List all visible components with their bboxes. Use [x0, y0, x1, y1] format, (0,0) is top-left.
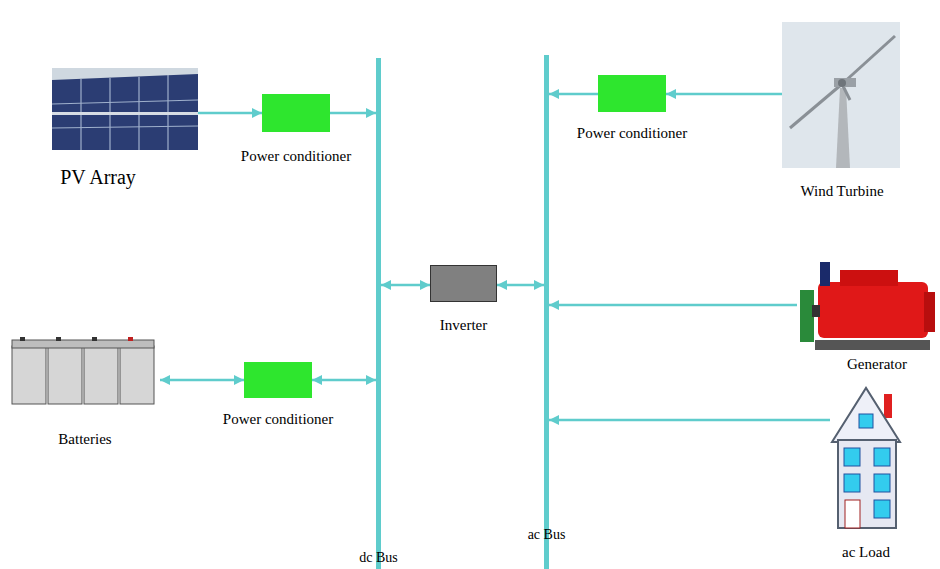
connector-arrow [198, 112, 262, 115]
connector-arrow [549, 93, 598, 96]
power-conditioner: Power conditioner [262, 94, 330, 132]
window [874, 448, 890, 466]
grid-line [52, 100, 198, 104]
battery-terminal [56, 337, 61, 341]
battery-cell [84, 346, 118, 404]
generator-illustration [800, 262, 935, 350]
connector-arrow [497, 284, 544, 287]
power-conditioner: Power conditioner [598, 75, 666, 112]
turbine-tower [836, 88, 850, 168]
window [844, 474, 860, 492]
ac-load: ac Load [830, 385, 902, 530]
engine-block [840, 270, 898, 286]
grid-line [52, 126, 198, 128]
node-label: Power conditioner [223, 411, 333, 428]
node-label: Power conditioner [577, 125, 687, 142]
generator-end [924, 292, 935, 332]
turbine-nacelle [834, 78, 856, 87]
pv-array-illustration [52, 68, 198, 150]
flywheel [800, 290, 814, 342]
node-label: Power conditioner [241, 148, 351, 165]
batteries-illustration [12, 337, 154, 404]
connector-arrow [549, 419, 830, 422]
node-label: PV Array [60, 166, 136, 189]
connector-arrow [330, 112, 376, 115]
node-label: Batteries [58, 431, 111, 448]
node-label: ac Load [842, 544, 890, 561]
turbine-hub [838, 79, 846, 87]
generator-base [815, 340, 930, 350]
turbine-blade [790, 84, 842, 128]
dc-bus: dc Bus [376, 58, 381, 569]
turbine-blade [842, 36, 895, 84]
roof [832, 388, 900, 442]
shaft [812, 305, 820, 317]
house-wall [838, 440, 896, 528]
ac-bus: ac Bus [544, 55, 549, 569]
solar-panel [52, 74, 198, 150]
node-label: Wind Turbine [800, 183, 883, 200]
door [845, 500, 860, 528]
panel-grid [52, 75, 198, 150]
batteries: Batteries [10, 336, 160, 406]
battery-cell [120, 346, 154, 404]
window [859, 414, 873, 428]
window [874, 474, 890, 492]
generator: Generator [797, 266, 937, 352]
battery-cell [48, 346, 82, 404]
generator-body [818, 282, 928, 338]
window [844, 448, 860, 466]
wind-turbine: Wind Turbine [782, 22, 900, 168]
battery-lid [12, 340, 154, 348]
battery-cell [12, 346, 46, 404]
node-label: ac Bus [528, 527, 566, 543]
house-illustration [832, 388, 900, 528]
battery-terminal [92, 337, 97, 341]
chimney [884, 394, 892, 418]
node-label: Generator [847, 356, 907, 373]
window [874, 500, 890, 518]
pv-array: PV Array [52, 68, 198, 150]
connector-arrow [312, 379, 376, 382]
connector-arrow [666, 93, 782, 96]
node-label: dc Bus [359, 550, 398, 566]
connector-arrow [549, 304, 797, 307]
inverter: Inverter [430, 265, 497, 302]
engine-cylinder [820, 262, 830, 286]
power-conditioner: Power conditioner [244, 362, 312, 398]
connector-arrow [381, 284, 430, 287]
connector-arrow [160, 379, 244, 382]
sky-background [782, 22, 900, 168]
wind-turbine-illustration [782, 22, 900, 168]
panel-gap [52, 112, 198, 115]
node-label: Inverter [440, 317, 487, 334]
sky-background [52, 68, 198, 150]
battery-terminal [20, 337, 25, 341]
battery-terminal [128, 337, 133, 341]
